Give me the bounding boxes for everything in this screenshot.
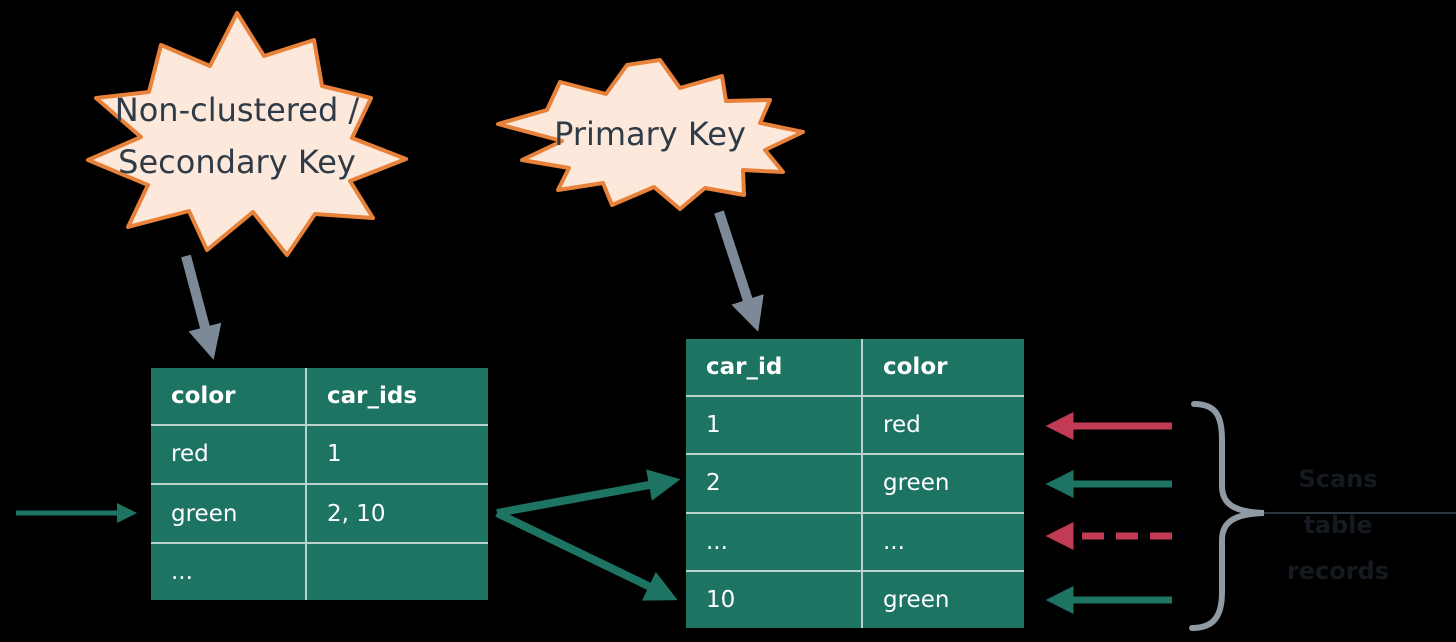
primary-table: car_id color 1 red 2 green ... ... 10 gr… — [686, 339, 1024, 628]
primary-cell-car-id: 1 — [686, 394, 863, 456]
scan-caption-line: records — [1286, 557, 1390, 585]
scan-caption-line: Scans — [1298, 465, 1378, 493]
secondary-index-table: color car_ids red 1 green 2, 10 ... — [151, 368, 488, 600]
secondary-cell-car-ids: 1 — [305, 423, 488, 485]
scan-caption-line: table — [1303, 511, 1373, 539]
secondary-row-red: red 1 — [151, 423, 488, 485]
secondary-cell-car-ids: 2, 10 — [305, 482, 488, 545]
primary-header-row: car_id color — [686, 339, 1024, 397]
primary-key-pointer-arrow — [714, 210, 764, 332]
secondary-row-ellipsis: ... — [151, 542, 488, 600]
primary-row-1: 1 red — [686, 394, 1024, 456]
secondary-cell-color: red — [151, 423, 307, 485]
secondary-header-row: color car_ids — [151, 368, 488, 426]
primary-cell-color: ... — [861, 511, 1024, 573]
secondary-key-label-line1: Non-clustered / — [115, 91, 360, 129]
secondary-key-label-line2: Secondary Key — [118, 143, 356, 181]
primary-cell-color: green — [861, 570, 1024, 628]
scan-brace — [1189, 401, 1265, 631]
scan-caption: Scans table records — [1268, 456, 1408, 594]
secondary-key-pointer-arrow — [181, 254, 222, 360]
lookup-arrow-to-id-10 — [495, 509, 678, 601]
lookup-arrow-to-id-2 — [496, 469, 681, 517]
secondary-row-green: green 2, 10 — [151, 482, 488, 545]
primary-cell-car-id: 2 — [686, 453, 863, 514]
primary-cell-color: red — [861, 394, 1024, 456]
secondary-header-color: color — [151, 368, 307, 426]
primary-row-ellipsis: ... ... — [686, 511, 1024, 573]
primary-cell-car-id: ... — [686, 511, 863, 573]
primary-key-label: Primary Key — [554, 115, 746, 153]
primary-key-starburst — [496, 58, 805, 211]
primary-row-10: 10 green — [686, 570, 1024, 628]
primary-header-color: color — [861, 339, 1024, 397]
secondary-key-starburst — [86, 11, 408, 257]
primary-header-car-id: car_id — [686, 339, 863, 397]
secondary-cell-car-ids — [305, 542, 488, 600]
secondary-header-car-ids: car_ids — [305, 368, 488, 426]
primary-cell-car-id: 10 — [686, 570, 863, 628]
secondary-cell-color: ... — [151, 542, 307, 600]
primary-row-2: 2 green — [686, 453, 1024, 514]
primary-cell-color: green — [861, 453, 1024, 514]
secondary-cell-color: green — [151, 482, 307, 545]
